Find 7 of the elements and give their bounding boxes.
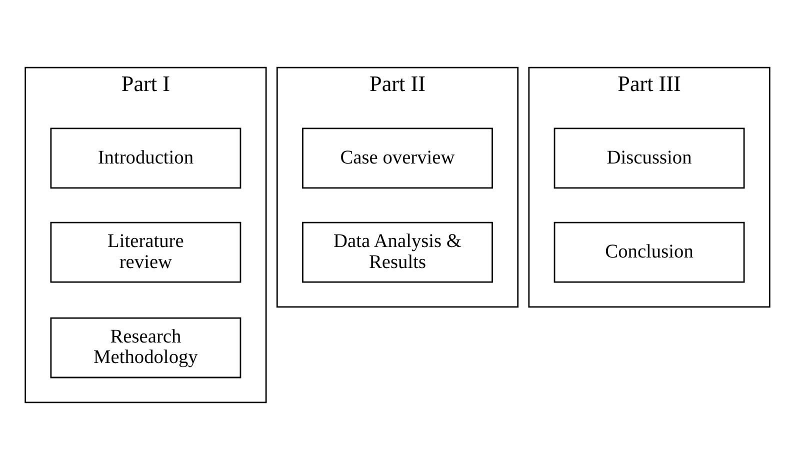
node-box: Conclusion xyxy=(554,222,745,283)
node-box: Research Methodology xyxy=(50,317,242,378)
node-box: Case overview xyxy=(302,128,493,189)
node-box: Introduction xyxy=(50,128,242,189)
node-box: Data Analysis & Results xyxy=(302,222,493,283)
node-box: Discussion xyxy=(554,128,745,189)
node-box: Literature review xyxy=(50,222,242,283)
